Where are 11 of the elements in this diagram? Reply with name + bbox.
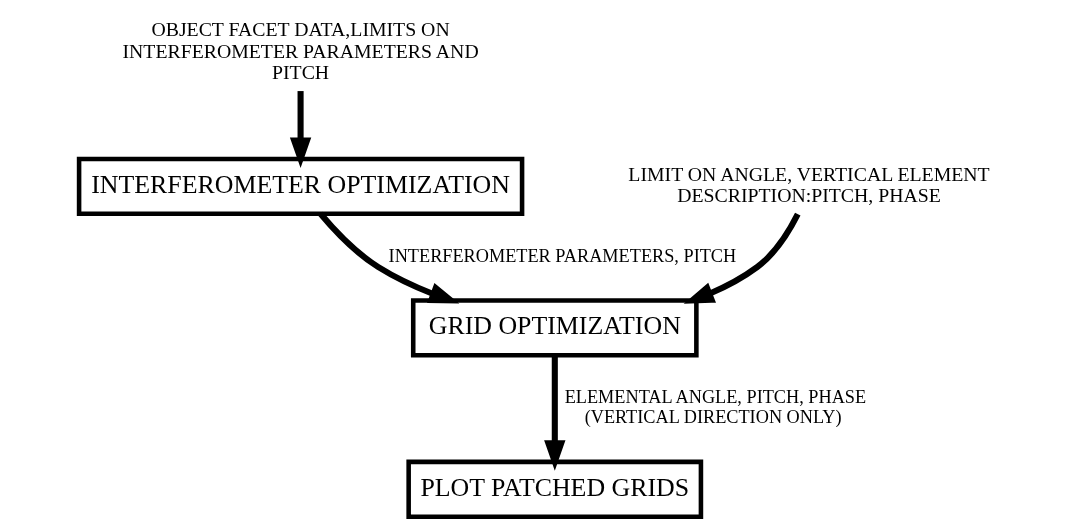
- arrow: [544, 355, 566, 471]
- node-box: PLOT PATCHED GRIDS: [406, 459, 704, 519]
- edge-label: ELEMENTAL ANGLE, PITCH, PHASE (VERTICAL DIRECTION ONLY): [564, 387, 867, 428]
- node-box: INTERFEROMETER OPTIMIZATION: [76, 156, 525, 217]
- node-text: OBJECT FACET DATA,LIMITS ON INTERFEROMETER PARAMETERS AND PITCH: [122, 18, 479, 83]
- edge-label: INTERFEROMETER PARAMETERS, PITCH: [388, 245, 737, 266]
- arrow: [289, 91, 312, 168]
- node-box: GRID OPTIMIZATION: [410, 298, 699, 358]
- arrow: [683, 212, 801, 304]
- arrow: [318, 211, 460, 304]
- node-text: LIMIT ON ANGLE, VERTICAL ELEMENT DESCRIPTION:PITCH, PHASE: [628, 162, 990, 207]
